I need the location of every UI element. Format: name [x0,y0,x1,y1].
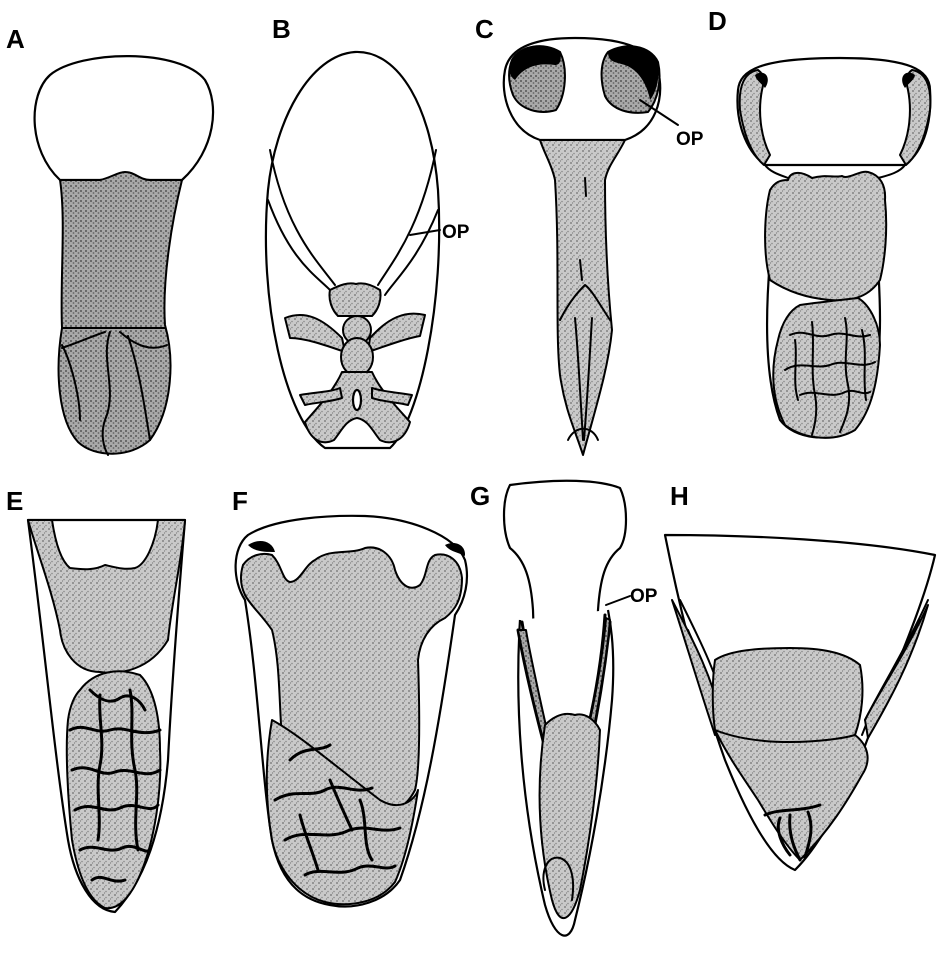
panel-f-label: F [232,486,248,516]
panel-b: B OP [266,14,470,448]
panel-b-slit [353,390,361,410]
panel-a: A [6,24,213,455]
panel-e-label: E [6,486,23,516]
panel-d-thorax [765,172,886,301]
panel-c-scar-1 [585,178,586,196]
panel-c-op-callout: OP [676,129,704,150]
panel-d-label: D [708,6,727,36]
panel-c-label: C [475,14,494,44]
panel-b-label: B [272,14,291,44]
panel-h-label: H [670,481,689,511]
panel-b-thorax [329,283,380,316]
panel-d: D [708,6,930,438]
panel-h: H [665,481,935,870]
panel-g-op-leader [606,596,630,605]
panel-c-body [540,140,625,455]
panel-c: C OP [475,14,704,455]
panel-e-abdomen [67,671,161,908]
panel-b-op-callout: OP [442,222,470,243]
panel-h-thorax [713,648,863,743]
panel-g-op-callout: OP [630,586,658,607]
panel-f: F [232,486,467,906]
panel-g-body [540,714,600,918]
panel-a-label: A [6,24,25,54]
panel-b-central-node [341,338,373,376]
panel-g: G OP [470,481,658,936]
panel-a-body [59,172,182,454]
panel-a-head [35,56,213,180]
panel-g-label: G [470,481,490,511]
panel-e: E [6,486,185,912]
